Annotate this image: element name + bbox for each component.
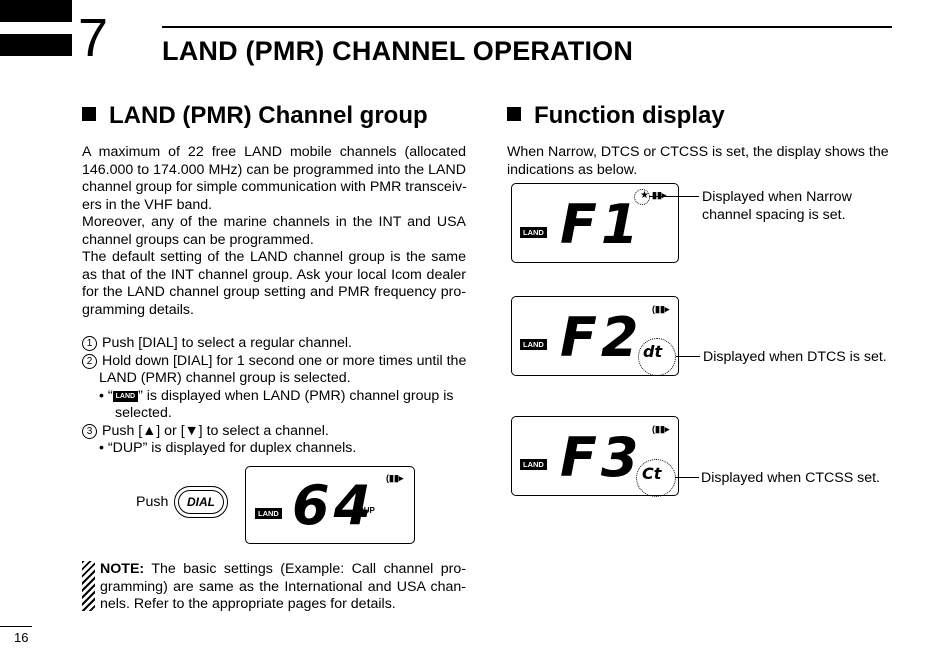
para-line: The default setting of the LAND channel … — [82, 249, 466, 265]
para-line: Moreover, any of the marine channels in … — [82, 214, 466, 230]
para-line: channel groups can be programmed. — [82, 231, 314, 248]
land-indicator-icon: LAND — [112, 390, 139, 402]
callout-leader — [675, 477, 699, 478]
note-line: gramming) are same as the International … — [100, 578, 466, 595]
chapter-tab-bar-bottom — [0, 34, 72, 56]
step-number: 1 — [82, 336, 97, 351]
indicator-highlight — [634, 189, 650, 205]
para-line: gramming details. — [82, 301, 194, 318]
battery-icon: ▮▮▸ — [652, 190, 667, 200]
step-number: 2 — [82, 353, 97, 369]
step-number: 3 — [82, 423, 97, 439]
land-indicator: LAND — [520, 227, 547, 238]
square-bullet-icon — [82, 107, 96, 121]
indicator-highlight — [638, 338, 676, 376]
header-rule — [162, 26, 892, 28]
display-readout: F1 — [560, 193, 643, 256]
dup-indicator: DUP — [358, 506, 375, 515]
function-intro: When Narrow, DTCS or CTCSS is set, the d… — [507, 144, 891, 179]
land-indicator: LAND — [255, 508, 282, 519]
para-line: ers in the VHF band. — [82, 196, 213, 213]
chapter-tab-bar-top — [0, 0, 72, 22]
footer-rule — [0, 626, 32, 627]
channel-readout: 64 — [292, 474, 376, 537]
note-label: NOTE: — [100, 561, 145, 577]
section-heading-function-display: Function display — [507, 101, 725, 131]
battery-icon: (▮▮▸ — [652, 304, 670, 314]
intro-paragraph: A maximum of 22 free LAND mobile channel… — [82, 144, 467, 319]
land-indicator: LAND — [520, 339, 547, 350]
lcd-f1: LAND F1 ★ ▮▮▸ — [511, 183, 679, 263]
square-bullet-icon — [507, 107, 521, 121]
dial-button[interactable]: DIAL — [174, 486, 228, 518]
intro-line: When Narrow, DTCS or CTCSS is set, the d… — [507, 144, 889, 160]
intro-line: indications as below. — [507, 161, 638, 178]
section-heading-land-group: LAND (PMR) Channel group — [82, 101, 428, 131]
lcd-channel-64: LAND 64 DUP (▮▮▸ — [245, 466, 415, 544]
callout-narrow: Displayed when Narrow channel spacing is… — [702, 189, 852, 223]
display-readout: F3 — [560, 426, 643, 489]
para-line: as that of the INT channel group. Ask yo… — [82, 266, 466, 283]
chapter-number: 7 — [78, 8, 109, 68]
note-hatch-icon — [82, 561, 95, 611]
page-number: 16 — [14, 630, 29, 645]
display-readout: F2 — [560, 306, 643, 369]
bullet-land-cont: selected. — [115, 405, 172, 421]
chapter-title: LAND (PMR) CHANNEL OPERATION — [162, 36, 634, 66]
para-line: 146.000 to 174.000 MHz) can be programme… — [82, 161, 466, 178]
bullet-land-indicator: • “LAND” is displayed when LAND (PMR) ch… — [99, 387, 454, 404]
para-line: A maximum of 22 free LAND mobile channel… — [82, 144, 466, 160]
dial-label: DIAL — [178, 490, 224, 514]
para-line: for the LAND channel group setting and P… — [82, 284, 466, 300]
step-2-cont: LAND (PMR) channel group is selected. — [99, 370, 351, 386]
note-line: nels. Refer to the appropriate pages for… — [100, 596, 396, 612]
battery-icon: (▮▮▸ — [652, 424, 670, 434]
callout-leader — [649, 196, 699, 197]
callout-leader — [676, 356, 700, 357]
callout-dtcs: Displayed when DTCS is set. — [703, 349, 887, 365]
push-label: Push — [136, 494, 169, 510]
note-block: NOTE: The basic settings (Example: Call … — [100, 561, 466, 612]
para-line: channel group for simple communication w… — [82, 179, 467, 195]
indicator-highlight — [636, 459, 676, 497]
battery-icon: (▮▮▸ — [386, 473, 404, 483]
bullet-dup: • “DUP” is displayed for duplex channels… — [99, 440, 357, 456]
callout-ctcss: Displayed when CTCSS set. — [701, 470, 880, 486]
land-indicator: LAND — [520, 459, 547, 470]
